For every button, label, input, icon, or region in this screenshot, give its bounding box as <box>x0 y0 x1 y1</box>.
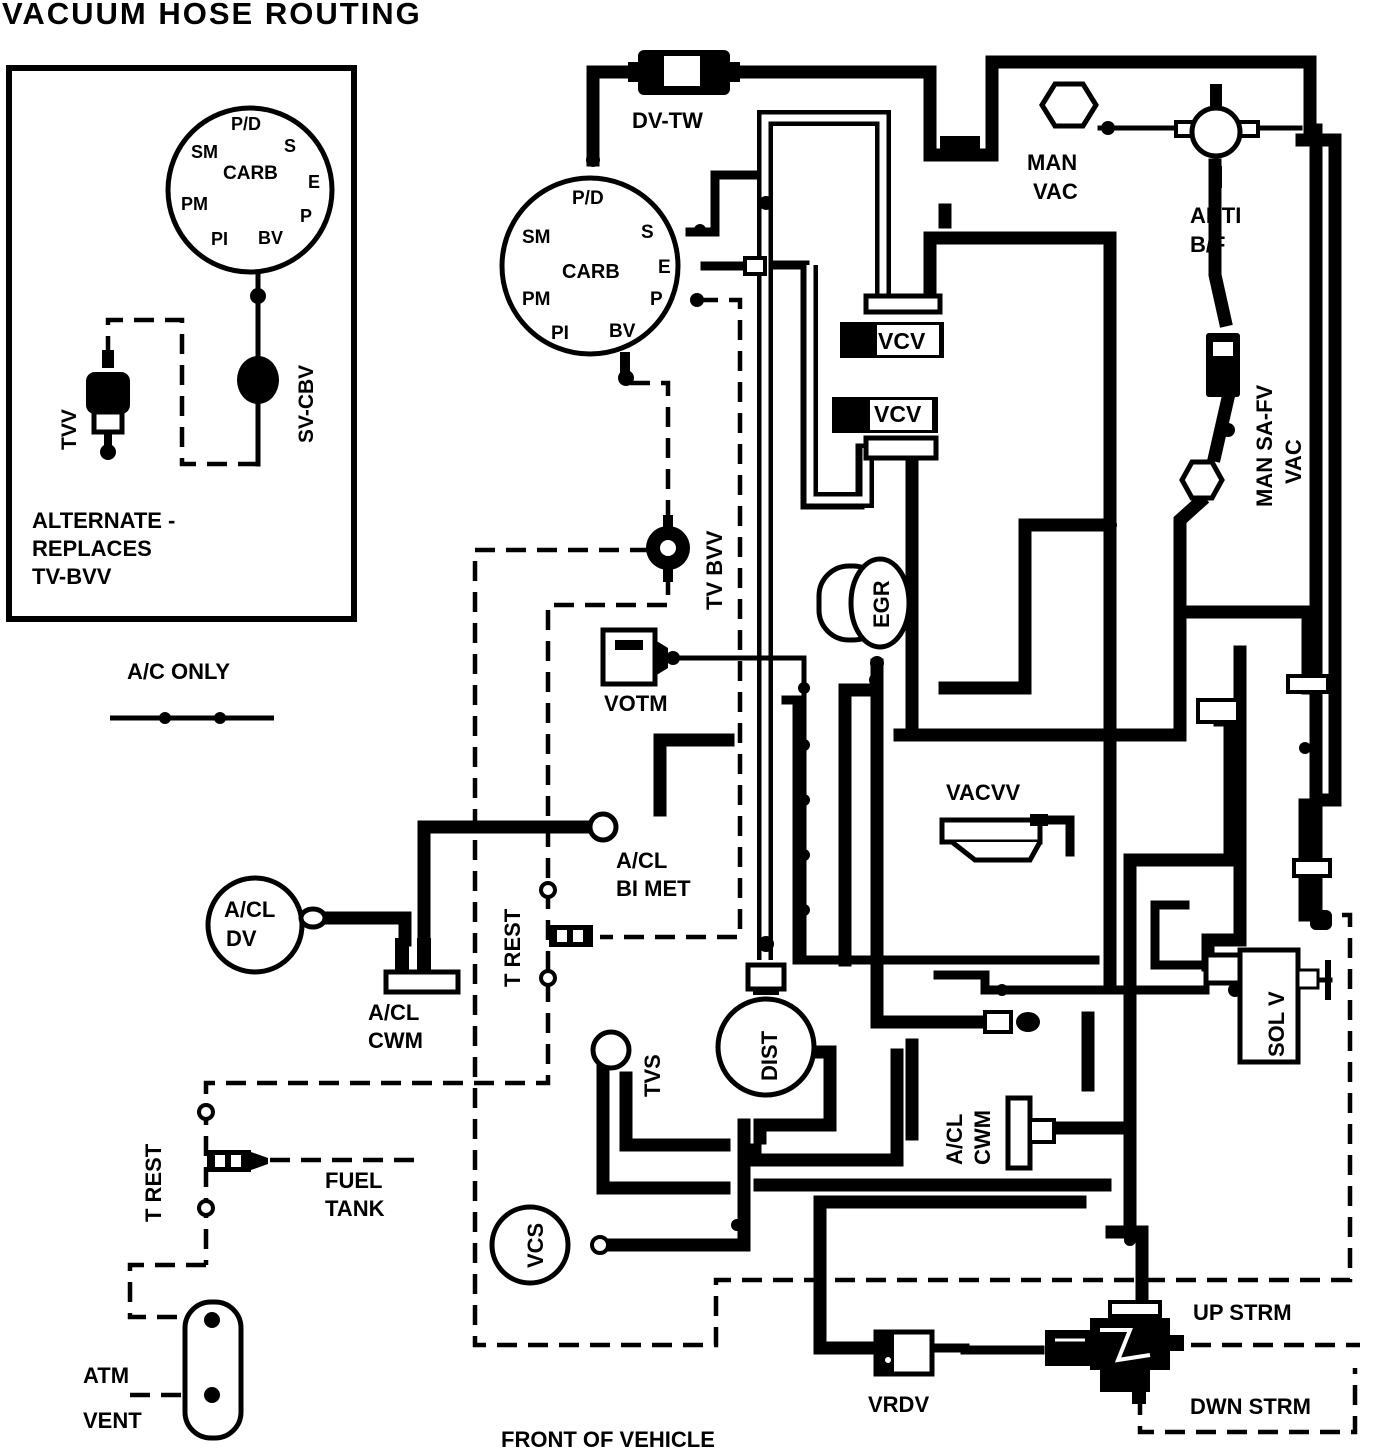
inset-port-pm: PM <box>181 194 208 214</box>
acl-cwm-right <box>1005 1095 1056 1171</box>
man-sa-fv-valve <box>1179 333 1240 501</box>
inset-tvv-valve <box>86 350 130 460</box>
acl-cwm-left-label-1: A/CL <box>368 1000 419 1025</box>
man-sa-fv-label-1: MAN SA-FV <box>1252 384 1277 507</box>
inset-tvv-label: TVV <box>58 409 81 450</box>
inset-port-e: E <box>308 172 320 192</box>
dv-tw-label: DV-TW <box>632 108 703 133</box>
inset-note-line-1: ALTERNATE - <box>32 508 175 533</box>
inset-port-s: S <box>284 136 296 156</box>
t-rest-mid-label: T REST <box>500 908 525 987</box>
t-rest-low-valve <box>197 1103 268 1217</box>
vcv-2-label: VCV <box>874 401 922 427</box>
legend-ac-only-label: A/C ONLY <box>127 659 230 684</box>
man-vac-label-1: MAN <box>1027 150 1077 175</box>
fuel-tank-label-1: FUEL <box>325 1168 382 1193</box>
anti-bf-valve <box>1174 84 1260 188</box>
carb-port-pd: P/D <box>572 188 604 209</box>
carb-port-sm: SM <box>522 227 551 248</box>
inset-svcbv-label: SV-CBV <box>295 365 318 443</box>
carb-port-p: P <box>650 289 663 310</box>
carb-main <box>499 175 706 386</box>
vcv-2-valve <box>832 397 939 461</box>
atm-label: ATM <box>83 1363 129 1388</box>
double-wall-hoses <box>757 110 891 960</box>
acl-dv-valve <box>205 875 328 975</box>
vcs-switch <box>489 1204 610 1286</box>
dv-tw-valve <box>628 50 740 95</box>
egr-valve <box>816 556 912 670</box>
inset-note-line-3: TV-BVV <box>32 564 112 589</box>
dist-distributor <box>715 962 817 1098</box>
inset-carb-circle <box>165 105 335 275</box>
acl-cwm-right-label-2: CWM <box>970 1110 995 1165</box>
acl-cwm-right-label-1: A/CL <box>942 1114 967 1165</box>
diagram-title: VACUUM HOSE ROUTING <box>2 0 422 31</box>
inset-port-p: P <box>300 206 312 226</box>
front-of-vehicle-label: FRONT OF VEHICLE <box>501 1427 715 1450</box>
carb-label: CARB <box>562 261 620 283</box>
acl-bimet-label-1: A/CL <box>616 848 667 873</box>
t-rest-mid-valve <box>539 881 593 987</box>
vrdv-valve <box>873 1329 935 1377</box>
carb-port-s: S <box>641 222 654 243</box>
dwn-strm-label: DWN STRM <box>1190 1394 1311 1419</box>
t-rest-low-label: T REST <box>141 1143 166 1222</box>
tv-bvv-label: TV BVV <box>702 530 727 610</box>
carb-port-pi: PI <box>551 323 569 344</box>
thick-hoses <box>313 55 1342 1355</box>
legend-ac-only: A/C ONLY <box>110 659 274 724</box>
sol-v-label: SOL V <box>1264 991 1289 1057</box>
man-vac-label-2: VAC <box>1033 179 1078 204</box>
tvs-sensor <box>590 1029 632 1071</box>
inset-port-pi: PI <box>211 229 228 249</box>
canister <box>182 1299 244 1441</box>
inset-carb-label: CARB <box>223 163 278 184</box>
vacvv-label: VACVV <box>946 780 1020 805</box>
egr-line-fitting <box>983 1010 1040 1034</box>
inset-port-sm: SM <box>191 142 218 162</box>
vcv-1-label: VCV <box>878 328 926 354</box>
vcv-1-valve <box>840 293 944 358</box>
inset-svcbv-valve <box>237 356 279 404</box>
anti-bf-label-1: ANTI <box>1190 203 1241 228</box>
inset-port-pd: P/D <box>231 114 261 134</box>
man-vac-fitting <box>1039 81 1115 135</box>
dist-label: DIST <box>757 1030 782 1081</box>
votm-label: VOTM <box>604 691 668 716</box>
tv-bvv-valve <box>646 515 690 582</box>
carb-port-e: E <box>658 257 671 278</box>
acl-cwm-left <box>383 938 461 995</box>
inset-alternate-box: P/D S E P BV PI PM SM CARB TVV SV-CBV AL… <box>6 65 357 622</box>
fuel-tank-label-2: TANK <box>325 1196 385 1221</box>
vacvv-valve <box>939 814 1048 863</box>
vcs-label: VCS <box>523 1223 548 1268</box>
carb-port-pm: PM <box>522 289 551 310</box>
acl-bimet-sensor <box>587 811 619 843</box>
man-sa-fv-label-2: VAC <box>1281 439 1306 484</box>
sol-v-valve <box>1203 947 1301 1065</box>
vrdv-label: VRDV <box>868 1392 929 1417</box>
votm-valve <box>600 627 680 687</box>
inset-port-bv: BV <box>258 228 283 248</box>
acl-dv-label-1: A/CL <box>224 897 275 922</box>
carb-port-bv: BV <box>609 321 636 342</box>
inset-note-line-2: REPLACES <box>32 536 152 561</box>
thermactor-valve <box>1045 1300 1184 1404</box>
acl-bimet-label-2: BI MET <box>616 876 691 901</box>
misc-fittings <box>743 136 1332 1000</box>
up-strm-label: UP STRM <box>1193 1300 1292 1325</box>
tvs-label: TVS <box>640 1054 665 1097</box>
acl-dv-label-2: DV <box>226 926 257 951</box>
vent-label: VENT <box>83 1408 142 1433</box>
acl-cwm-left-label-2: CWM <box>368 1028 423 1053</box>
anti-bf-label-2: B/F <box>1190 232 1225 257</box>
egr-label: EGR <box>869 580 894 628</box>
